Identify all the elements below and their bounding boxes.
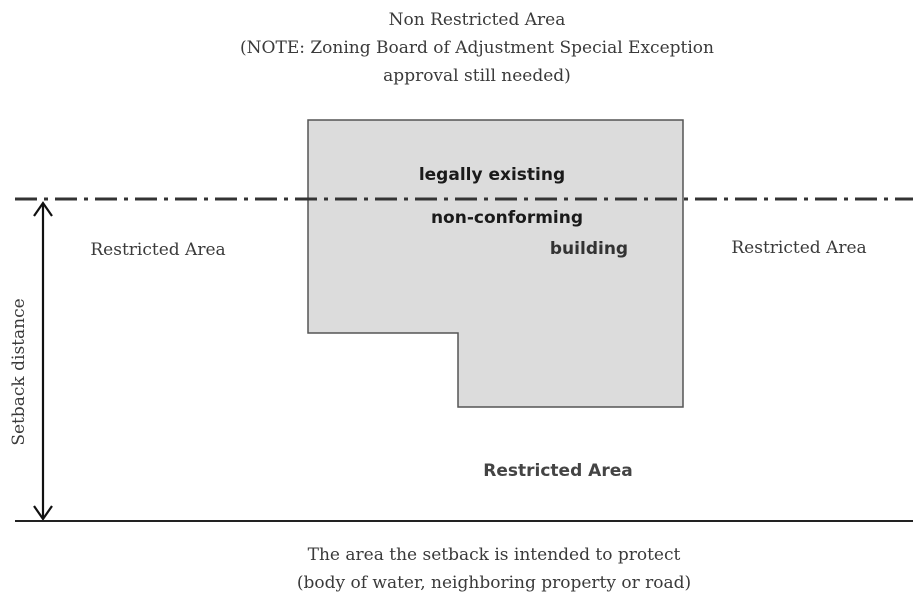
restricted-area-left-label: Restricted Area <box>90 240 225 260</box>
setback-distance-label: Setback distance <box>9 298 29 445</box>
building-label-line1: legally existing <box>419 165 565 185</box>
setback-arrow-head-top <box>33 201 53 217</box>
note-label-line1: (NOTE: Zoning Board of Adjustment Specia… <box>240 38 714 58</box>
restricted-area-right-label: Restricted Area <box>731 238 866 258</box>
note-label-line2: approval still needed) <box>383 66 571 86</box>
restricted-area-bottom-label: Restricted Area <box>483 461 632 481</box>
protected-area-label-line1: The area the setback is intended to prot… <box>308 545 681 565</box>
building-label-line2: non-conforming <box>431 208 583 228</box>
building-shape <box>307 119 684 408</box>
building-label-line3: building <box>550 239 628 259</box>
protected-area-label-line2: (body of water, neighboring property or … <box>297 573 691 593</box>
setback-arrow-head-bottom <box>33 505 53 521</box>
non-restricted-area-label: Non Restricted Area <box>389 10 566 30</box>
